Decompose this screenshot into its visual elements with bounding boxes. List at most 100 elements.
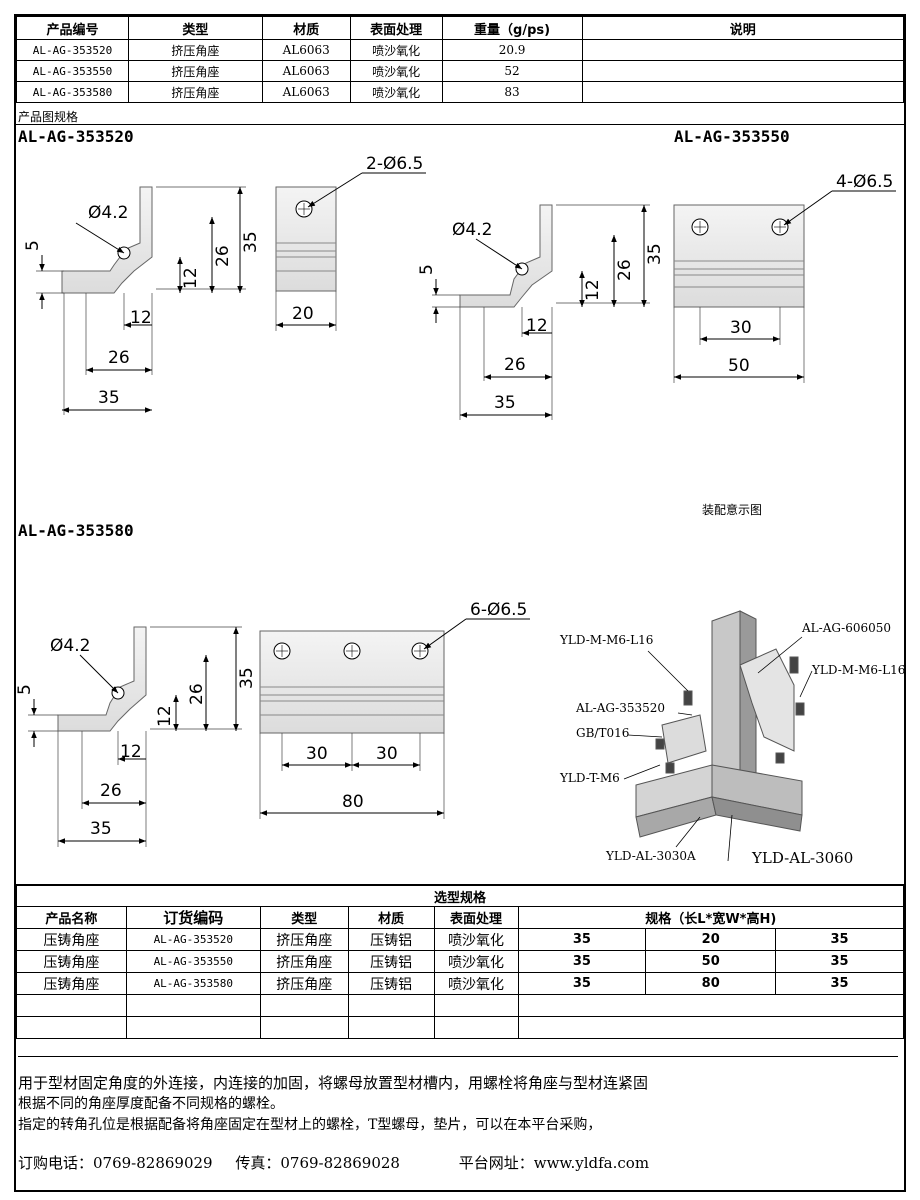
col-header: 重量（g/ps) — [441, 16, 583, 40]
dim-26-h: 26 — [615, 259, 635, 281]
cell-length: 35 — [517, 950, 647, 973]
drawing-title-353520: AL-AG-353520 — [18, 127, 134, 146]
front-view-353550 — [673, 190, 896, 383]
cell-width: 50 — [645, 950, 777, 973]
col-header: 规格（长L*宽W*高H) — [517, 906, 905, 929]
dim-30: 30 — [730, 318, 752, 338]
dim-35: 35 — [98, 388, 120, 408]
cell-type: 挤压角座 — [259, 972, 349, 995]
cell-weight: 83 — [441, 81, 583, 103]
cell-material: 压铸铝 — [347, 950, 435, 973]
drawing-title-353550: AL-AG-353550 — [674, 127, 790, 146]
dim-26-h: 26 — [187, 683, 207, 705]
label-bolt-top: YLD-M-M6-L16 — [560, 633, 654, 647]
cell-name: 压铸角座 — [16, 928, 127, 951]
side-view-353550 — [432, 204, 650, 420]
cell-code: AL-AG-353520 — [125, 928, 261, 951]
drawing-area: AL-AG-353520 AL-AG-353550 AL-AG-353580 — [16, 124, 906, 885]
label-bolt-right: YLD-M-M6-L16 — [812, 663, 906, 677]
dim-26: 26 — [504, 355, 526, 375]
cell-note — [581, 81, 904, 103]
cell-type: 挤压角座 — [127, 60, 263, 82]
dim-12-h: 12 — [181, 267, 201, 289]
selection-header: 产品名称 订货编码 类型 材质 表面处理 规格（长L*宽W*高H) — [16, 906, 905, 929]
drawing-title-353580: AL-AG-353580 — [18, 521, 134, 540]
table-row: 压铸角座 AL-AG-353550 挤压角座 压铸铝 喷沙氧化 35 50 35 — [16, 950, 904, 973]
small-hole-label: Ø4.2 — [452, 220, 492, 240]
cell-length: 35 — [517, 928, 647, 951]
cell-height: 35 — [775, 950, 904, 973]
cell-code: AL-AG-353580 — [16, 81, 129, 103]
cell-weight: 52 — [441, 60, 583, 82]
front-view-353580 — [259, 618, 530, 819]
dim-80: 80 — [342, 792, 364, 812]
table-row: AL-AG-353520 挤压角座 AL6063 喷沙氧化 20.9 — [16, 39, 904, 61]
cell-finish: 喷沙氧化 — [433, 928, 519, 951]
dim-12: 12 — [120, 742, 142, 762]
dim-50: 50 — [728, 356, 750, 376]
cell-note — [581, 39, 904, 61]
table-row: 压铸角座 AL-AG-353580 挤压角座 压铸铝 喷沙氧化 35 80 35 — [16, 972, 904, 995]
cell-code: AL-AG-353550 — [16, 60, 129, 82]
usage-notes: 用于型材固定角度的外连接，内连接的加固，将螺母放置型材槽内，用螺栓将角座与型材连… — [18, 1056, 898, 1136]
cell-code: AL-AG-353580 — [125, 972, 261, 995]
dim-5: 5 — [417, 264, 437, 275]
table-row: 压铸角座 AL-AG-353520 挤压角座 压铸铝 喷沙氧化 35 20 35 — [16, 928, 904, 951]
assembly-illustration — [635, 610, 805, 838]
cell-type: 挤压角座 — [127, 81, 263, 103]
cell-finish: 喷沙氧化 — [349, 39, 443, 61]
col-header: 订货编码 — [125, 906, 261, 929]
cell-code: AL-AG-353520 — [16, 39, 129, 61]
cell-length: 35 — [517, 972, 647, 995]
cell-width: 80 — [645, 972, 777, 995]
cell-finish: 喷沙氧化 — [433, 950, 519, 973]
label-bracket-big: AL-AG-606050 — [802, 621, 892, 635]
side-view-353580 — [28, 626, 242, 847]
front-view-353550-dims: 30 50 4-Ø6.5 — [728, 172, 893, 376]
cell-weight: 20.9 — [441, 39, 583, 61]
dim-30b: 30 — [376, 744, 398, 764]
dim-26: 26 — [108, 348, 130, 368]
cell-finish: 喷沙氧化 — [349, 60, 443, 82]
selection-title: 选型规格 — [16, 884, 904, 907]
table-row: AL-AG-353550 挤压角座 AL6063 喷沙氧化 52 — [16, 60, 904, 82]
dim-12: 12 — [130, 308, 152, 328]
note-line: 指定的转角孔位是根据配备将角座固定在型材上的螺栓，T型螺母，垫片，可以在本平台采… — [18, 1117, 602, 1133]
dim-35: 35 — [90, 819, 112, 839]
dim-26: 26 — [100, 781, 122, 801]
dim-26-h: 26 — [213, 245, 233, 267]
dim-12: 12 — [526, 316, 548, 336]
cell-note — [581, 60, 904, 82]
cell-height: 35 — [775, 928, 904, 951]
empty-row — [16, 994, 905, 1017]
spec-table: 产品编号 类型 材质 表面处理 重量（g/ps) 说明 AL-AG-353520… — [16, 16, 904, 103]
selection-title-row: 选型规格 — [16, 884, 904, 907]
cell-name: 压铸角座 — [16, 972, 127, 995]
spec-table-header: 产品编号 类型 材质 表面处理 重量（g/ps) 说明 — [16, 16, 904, 40]
dim-12-h: 12 — [583, 279, 603, 301]
side-view-353580-dims: Ø4.2 35 26 12 35 26 12 5 — [16, 636, 257, 839]
cell-type: 挤压角座 — [259, 928, 349, 951]
dim-30a: 30 — [306, 744, 328, 764]
technical-drawings: Ø4.2 35 26 12 35 26 12 5 — [16, 154, 896, 862]
small-hole-label: Ø4.2 — [88, 203, 128, 223]
datasheet: 产品编号 类型 材质 表面处理 重量（g/ps) 说明 AL-AG-353520… — [14, 14, 906, 1192]
hole-label: 2-Ø6.5 — [366, 154, 423, 174]
dim-35-h: 35 — [241, 231, 261, 253]
cell-finish: 喷沙氧化 — [349, 81, 443, 103]
col-header: 说明 — [581, 16, 904, 40]
table-row: AL-AG-353580 挤压角座 AL6063 喷沙氧化 83 — [16, 81, 904, 103]
note-line: 用于型材固定角度的外连接，内连接的加固，将螺母放置型材槽内，用螺栓将角座与型材连… — [18, 1074, 649, 1092]
cell-material: AL6063 — [261, 39, 351, 61]
col-header: 产品编号 — [16, 16, 129, 40]
label-profile-b: YLD-AL-3060 — [752, 849, 854, 867]
hole-label: 4-Ø6.5 — [836, 172, 893, 192]
col-header: 类型 — [127, 16, 263, 40]
contact-info: 订购电话：0769-82869029 传真：0769-82869028 平台网址… — [18, 1152, 649, 1173]
side-view-353550-dims: Ø4.2 35 26 12 35 26 12 5 — [417, 220, 665, 413]
assembly-caption: 装配意示图 — [702, 503, 763, 517]
cell-material: 压铸铝 — [347, 928, 435, 951]
drawing-section-label: 产品图规格 — [18, 110, 79, 124]
label-bracket-small: AL-AG-353520 — [576, 701, 666, 715]
selection-table: 选型规格 产品名称 订货编码 类型 材质 表面处理 规格（长L*宽W*高H) 压… — [16, 884, 905, 1039]
